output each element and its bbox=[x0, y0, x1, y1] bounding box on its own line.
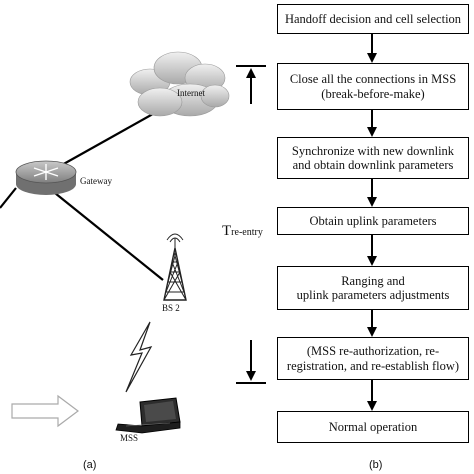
flow-step-5: Ranging and uplink parameters adjustment… bbox=[277, 266, 469, 310]
flow-step-2-line-1: Close all the connections in MSS bbox=[289, 72, 457, 87]
wireless-link-icon bbox=[125, 321, 153, 393]
flow-step-1-line-1: Handoff decision and cell selection bbox=[284, 11, 462, 26]
t-reentry-bracket bbox=[236, 65, 266, 384]
flow-step-4-line-1: Obtain uplink parameters bbox=[309, 213, 437, 228]
flow-step-6-line-2: registration, and re-establish flow) bbox=[286, 358, 460, 373]
gateway-label: Gateway bbox=[80, 176, 112, 186]
caption-a: (a) bbox=[83, 459, 97, 471]
flow-step-4: Obtain uplink parameters bbox=[277, 207, 469, 235]
movement-arrow-icon bbox=[11, 394, 79, 428]
flow-step-7: Normal operation bbox=[277, 411, 469, 443]
flow-step-3-line-2: and obtain downlink parameters bbox=[292, 158, 454, 172]
internet-cloud-icon bbox=[129, 51, 230, 117]
mss-laptop-icon bbox=[115, 397, 181, 434]
internet-label: Internet bbox=[177, 88, 205, 98]
flow-step-7-line-1: Normal operation bbox=[328, 419, 418, 434]
flow-step-2: Close all the connections in MSS (break-… bbox=[277, 63, 469, 110]
flow-step-2-line-2: (break-before-make) bbox=[321, 86, 425, 101]
flow-step-5-line-1: Ranging and bbox=[341, 273, 405, 288]
network-links bbox=[0, 109, 164, 281]
bs-label: BS 2 bbox=[162, 303, 180, 313]
t-reentry-label: Tre-entry bbox=[222, 223, 263, 240]
mss-label: MSS bbox=[120, 433, 139, 443]
flow-step-1: Handoff decision and cell selection bbox=[277, 4, 469, 34]
flow-step-3-line-1: Synchronize with new downlink bbox=[291, 143, 455, 158]
t-reentry-sub: re-entry bbox=[231, 227, 263, 238]
flow-step-5-line-2: uplink parameters adjustments bbox=[296, 288, 450, 302]
t-reentry-main: T bbox=[222, 223, 232, 239]
flow-step-6-line-1: (MSS re-authorization, re- bbox=[306, 344, 440, 359]
flow-step-6: (MSS re-authorization, re- registration,… bbox=[277, 337, 469, 380]
link-gateway-bs2 bbox=[44, 184, 164, 281]
caption-b: (b) bbox=[369, 459, 383, 471]
flow-step-3: Synchronize with new downlink and obtain… bbox=[277, 137, 469, 179]
link-gateway-offscreen bbox=[0, 187, 17, 209]
gateway-router-icon bbox=[15, 160, 77, 195]
bs-tower-icon bbox=[163, 233, 187, 301]
